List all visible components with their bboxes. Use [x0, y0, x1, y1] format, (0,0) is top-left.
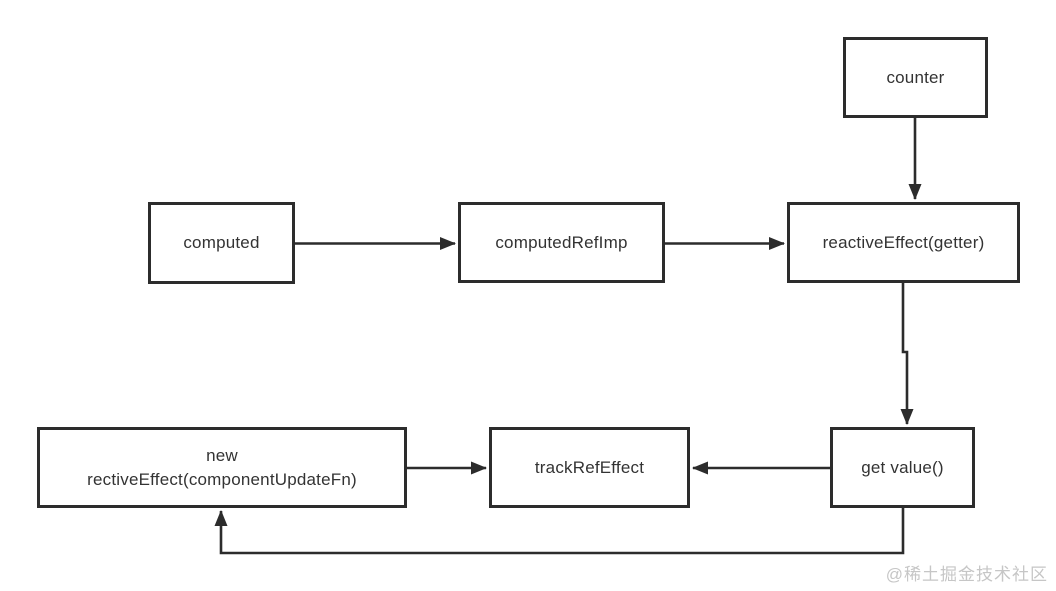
node-computed-label: computed: [183, 233, 260, 253]
node-counter: counter: [843, 37, 988, 118]
node-reactive-effect-getter: reactiveEffect(getter): [787, 202, 1020, 283]
node-computed: computed: [148, 202, 295, 284]
node-get-value-label: get value(): [861, 457, 944, 477]
node-reactive-effect-getter-label: reactiveEffect(getter): [822, 232, 985, 252]
node-new-reactive-effect-label-line2: rectiveEffect(componentUpdateFn): [87, 469, 357, 489]
node-track-ref-effect-label: trackRefEffect: [534, 457, 645, 477]
edge-getvalue-to-newreactiveeffect-loop-arrow: [214, 508, 905, 555]
node-new-reactive-effect-label-line1: new: [206, 445, 238, 465]
node-new-reactive-effect: new rectiveEffect(componentUpdateFn): [37, 427, 407, 508]
node-counter-label: counter: [886, 67, 945, 87]
node-track-ref-effect: trackRefEffect: [489, 427, 690, 508]
node-computed-ref-imp: computedRefImp: [458, 202, 665, 283]
node-get-value: get value(): [830, 427, 975, 508]
node-computed-ref-imp-label: computedRefImp: [495, 232, 628, 252]
watermark: @稀土掘金技术社区: [885, 565, 1048, 584]
edge-reactiveeffect-to-getvalue-arrow: [900, 283, 914, 425]
